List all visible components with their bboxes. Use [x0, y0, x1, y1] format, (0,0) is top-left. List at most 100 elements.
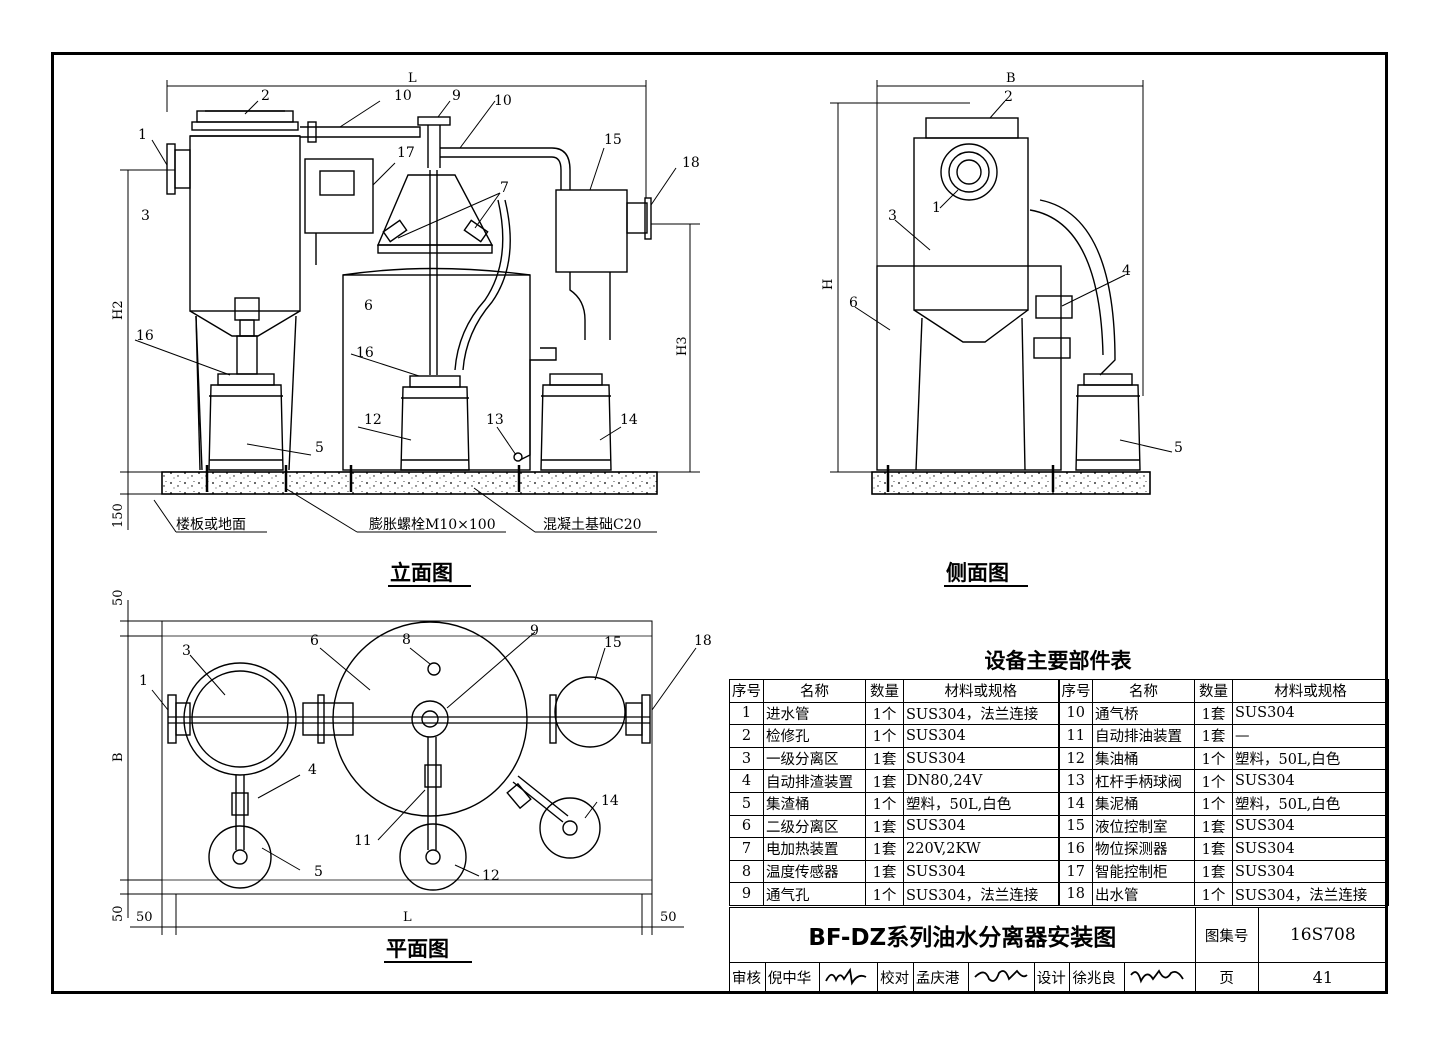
- parts-table-title: 设备主要部件表: [984, 649, 1132, 673]
- page-number: 41: [1257, 962, 1389, 993]
- table-cell: 物位探测器: [1092, 837, 1195, 861]
- plan-title: 平面图: [386, 937, 449, 961]
- table-cell: SUS304: [1232, 814, 1389, 839]
- plan-view: [120, 600, 697, 963]
- table-cell: 一级分离区: [763, 746, 866, 771]
- plan-num-12: 12: [482, 868, 500, 884]
- plan-num-6: 6: [310, 633, 319, 649]
- dim-H2: H2: [111, 300, 126, 320]
- callout-floor: 楼板或地面: [176, 517, 246, 533]
- table-cell: 1套: [1194, 837, 1233, 861]
- table-cell: 1套: [865, 814, 904, 839]
- parts-table-header: 序号 名称 数量 材料或规格 序号 名称 数量 材料或规格: [729, 679, 1389, 703]
- table-cell: SUS304: [903, 814, 1059, 839]
- side-num-6: 6: [849, 295, 858, 311]
- header-cell: 数量: [1194, 679, 1233, 703]
- table-cell: 18: [1057, 882, 1093, 906]
- table-cell: 1套: [865, 746, 904, 771]
- num-12: 12: [364, 412, 382, 428]
- part-numbers-elevation: 1 2 3 10 9 10 17 7 15 18 6 16 16 5 12 13…: [136, 88, 700, 456]
- side-num-1: 1: [932, 200, 941, 216]
- table-cell: —: [1232, 724, 1389, 748]
- table-cell: 塑料，50L,白色: [903, 791, 1059, 816]
- table-cell: SUS304: [1232, 701, 1389, 726]
- atlas-label: 图集号: [1194, 907, 1259, 963]
- dim-50-bottom: 50: [111, 905, 126, 922]
- table-cell: SUS304: [903, 859, 1059, 884]
- num-5: 5: [315, 440, 324, 456]
- table-cell: 1个: [1194, 791, 1233, 816]
- table-cell: 9: [729, 882, 764, 906]
- table-cell: 15: [1057, 814, 1093, 839]
- plan-num-11: 11: [354, 833, 372, 849]
- design-signature: [1124, 962, 1196, 993]
- review-signature-mark: [825, 967, 867, 986]
- table-cell: 温度传感器: [763, 859, 866, 884]
- title-block: BF-DZ系列油水分离器安装图 图集号 16S708 审核 倪中华 校对 孟庆港…: [729, 907, 1389, 993]
- dim-L-plan: L: [403, 910, 412, 925]
- callout-labels: 楼板或地面 膨胀螺栓M10×100 混凝土基础C20: [176, 516, 642, 533]
- table-cell: 1套: [1194, 859, 1233, 884]
- table-cell: 1个: [1194, 769, 1233, 793]
- table-cell: 220V,2KW: [903, 837, 1059, 861]
- table-cell: 出水管: [1092, 882, 1195, 906]
- drawing-frame: [51, 52, 1388, 994]
- num-14: 14: [620, 412, 638, 428]
- table-cell: SUS304: [903, 724, 1059, 748]
- table-cell: 自动排油装置: [1092, 724, 1195, 748]
- num-18: 18: [682, 155, 700, 171]
- header-cell: 名称: [1092, 679, 1195, 703]
- table-cell: SUS304: [1232, 837, 1389, 861]
- callout-concrete: 混凝土基础C20: [543, 516, 642, 533]
- design-name: 徐兆良: [1069, 962, 1126, 993]
- side-num-2: 2: [1004, 89, 1013, 105]
- plan-num-5: 5: [314, 864, 323, 880]
- table-cell: 3: [729, 746, 764, 771]
- table-cell: SUS304: [1232, 769, 1389, 793]
- design-label: 设计: [1033, 962, 1071, 993]
- table-cell: 杠杆手柄球阀: [1092, 769, 1195, 793]
- table-cell: 1套: [1194, 724, 1233, 748]
- table-cell: 1个: [865, 791, 904, 816]
- side-title: 侧面图: [946, 561, 1009, 585]
- side-num-5: 5: [1174, 440, 1183, 456]
- table-cell: 自动排渣装置: [763, 769, 866, 793]
- table-cell: 检修孔: [763, 724, 866, 748]
- table-cell: 16: [1057, 837, 1093, 861]
- header-cell: 材料或规格: [903, 679, 1059, 703]
- table-cell: SUS304: [1232, 859, 1389, 884]
- table-cell: 智能控制柜: [1092, 859, 1195, 884]
- dim-B-plan: B: [111, 752, 126, 762]
- dim-L-elevation: L: [408, 71, 417, 86]
- dim-50-right: 50: [660, 910, 677, 925]
- num-10: 10: [394, 88, 412, 104]
- num-2: 2: [261, 88, 270, 104]
- num-7: 7: [500, 180, 509, 196]
- table-cell: 1: [729, 701, 764, 726]
- plan-num-9: 9: [530, 623, 539, 639]
- table-cell: 1个: [1194, 882, 1233, 906]
- callout-bolt: 膨胀螺栓M10×100: [369, 516, 496, 533]
- table-cell: SUS304，法兰连接: [1232, 882, 1389, 906]
- check-name: 孟庆港: [912, 962, 969, 993]
- table-cell: 7: [729, 837, 764, 861]
- review-signature: [819, 962, 879, 993]
- header-cell: 名称: [763, 679, 866, 703]
- header-cell: 序号: [729, 679, 764, 703]
- table-cell: 5: [729, 791, 764, 816]
- table-cell: 6: [729, 814, 764, 839]
- table-cell: 1套: [1194, 701, 1233, 726]
- table-cell: SUS304，法兰连接: [903, 701, 1059, 726]
- dim-50-top: 50: [111, 589, 126, 606]
- dim-H: H: [821, 279, 836, 290]
- header-cell: 序号: [1057, 679, 1093, 703]
- table-cell: 1个: [865, 724, 904, 748]
- table-cell: 1套: [1194, 814, 1233, 839]
- check-signature-mark: [973, 969, 1028, 982]
